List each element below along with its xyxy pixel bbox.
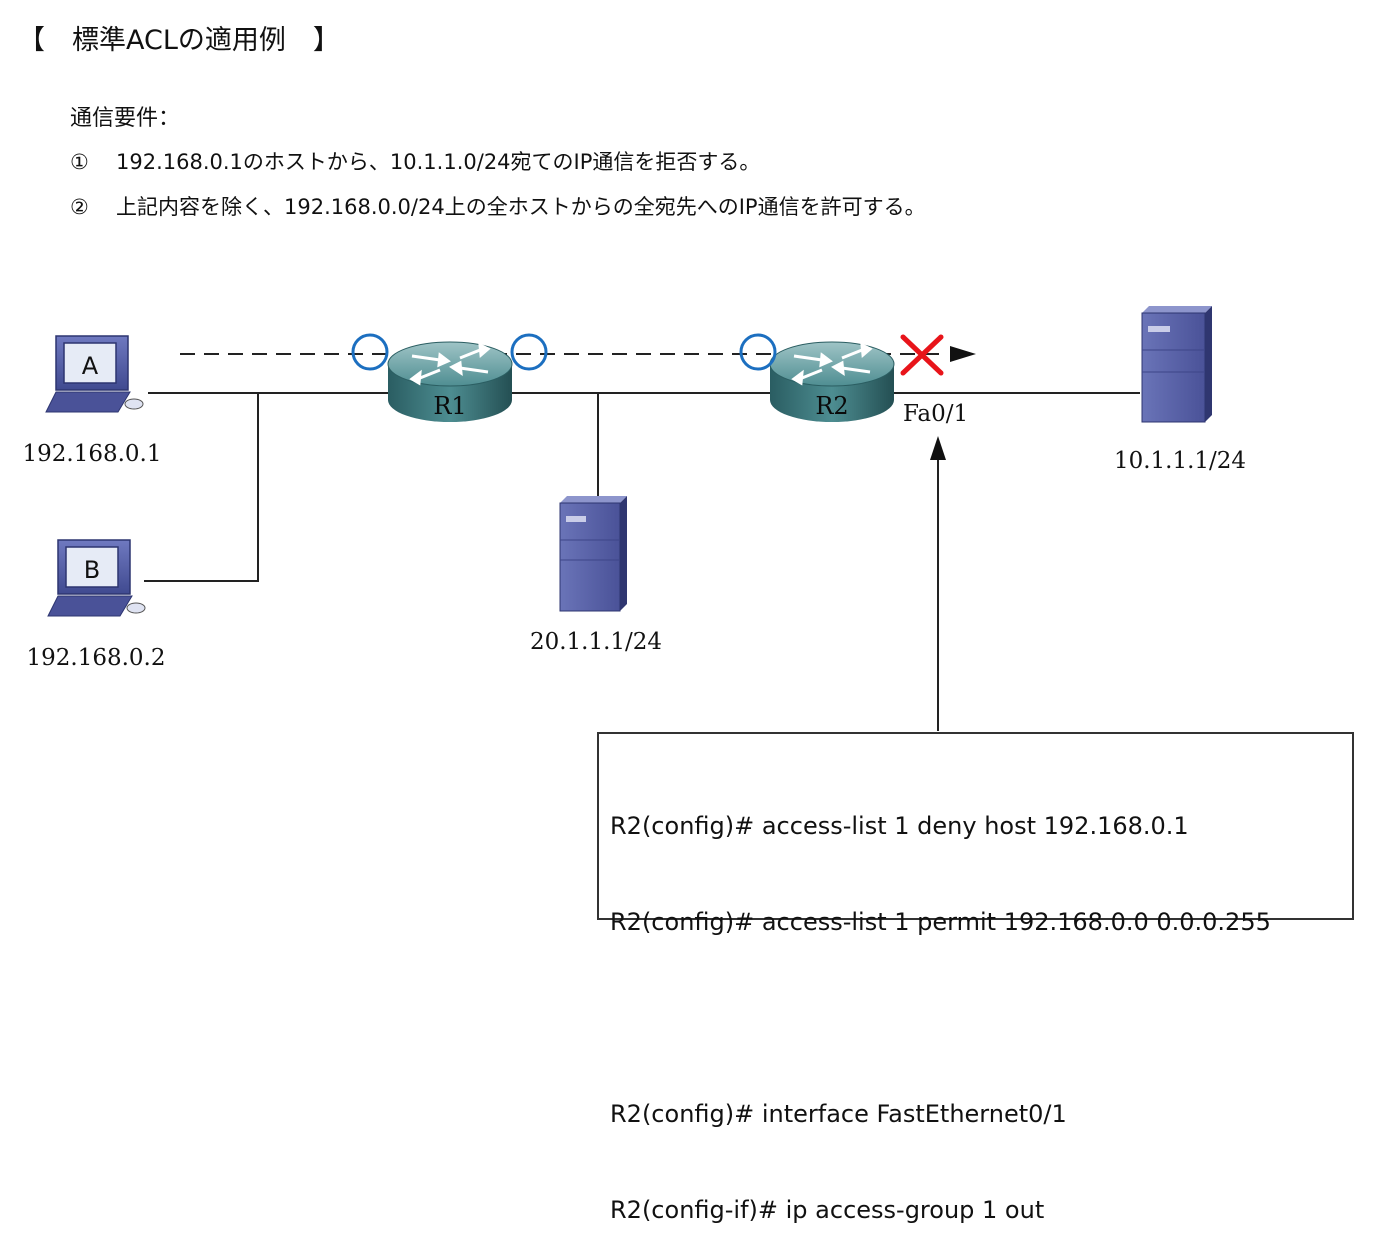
requirement-text: 192.168.0.1のホストから、10.1.1.0/24宛てのIP通信を拒否す… xyxy=(116,150,761,174)
marker-circle xyxy=(351,333,389,371)
config-commands-box: R2(config)# access-list 1 deny host 192.… xyxy=(597,732,1354,1224)
marker-circle xyxy=(510,333,548,371)
server-right: 10.1.1.1/24 xyxy=(1114,306,1246,474)
network-diagram: R1 R2 Fa0/1 A 192.168.0.1 xyxy=(23,306,1246,731)
traffic-arrowhead xyxy=(950,346,976,362)
page-title: 【 標準ACLの適用例 】 xyxy=(18,25,340,56)
pc-b: B 192.168.0.2 xyxy=(27,539,166,671)
pc-a-letter: A xyxy=(82,352,99,380)
pc-b-link xyxy=(144,393,259,582)
network-links xyxy=(144,392,1140,582)
server-middle-ip: 20.1.1.1/24 xyxy=(530,629,662,655)
config-line: R2(config-if)# ip access-group 1 out xyxy=(610,1196,1045,1224)
server-middle: 20.1.1.1/24 xyxy=(530,496,662,655)
config-line: R2(config)# interface FastEthernet0/1 xyxy=(610,1100,1067,1128)
deny-cross-icon xyxy=(900,334,944,376)
requirement-text: 上記内容を除く、192.168.0.0/24上の全ホストからの全宛先へのIP通信… xyxy=(116,195,926,219)
config-line: R2(config)# access-list 1 deny host 192.… xyxy=(610,812,1189,840)
router-r2-label: R2 xyxy=(815,392,848,420)
pc-a: A 192.168.0.1 xyxy=(23,335,162,467)
acl-point-markers xyxy=(351,333,777,371)
interface-label: Fa0/1 xyxy=(903,401,968,427)
pc-b-ip: 192.168.0.2 xyxy=(27,645,166,671)
config-line xyxy=(610,1002,1352,1034)
requirements-heading: 通信要件： xyxy=(70,106,181,131)
pc-a-ip: 192.168.0.1 xyxy=(23,441,162,467)
router-r1-label: R1 xyxy=(433,392,466,420)
requirement-number: ① xyxy=(70,150,89,174)
marker-circle xyxy=(739,333,777,371)
requirement-item: ① 192.168.0.1のホストから、10.1.1.0/24宛てのIP通信を拒否… xyxy=(70,146,760,176)
requirement-number: ② xyxy=(70,195,89,219)
config-line: R2(config)# access-list 1 permit 192.168… xyxy=(610,908,1271,936)
pc-b-letter: B xyxy=(84,556,100,584)
server-right-ip: 10.1.1.1/24 xyxy=(1114,448,1246,474)
requirement-item: ② 上記内容を除く、192.168.0.0/24上の全ホストからの全宛先へのIP通… xyxy=(70,191,926,221)
config-pointer-arrowhead xyxy=(930,436,946,460)
router-r2: R2 xyxy=(769,341,895,422)
router-r1: R1 xyxy=(387,341,513,422)
